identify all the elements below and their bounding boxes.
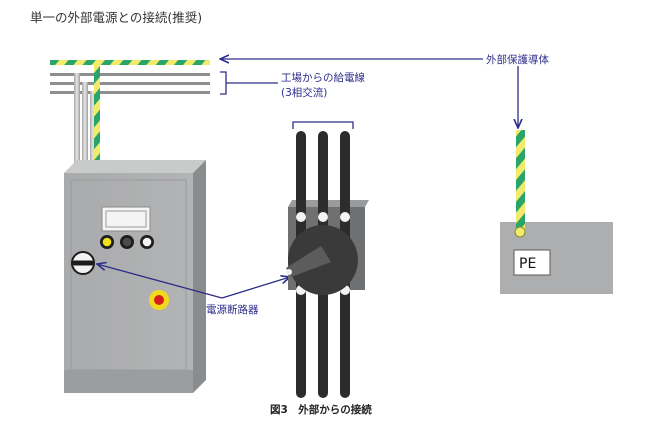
feed-cable-3 bbox=[90, 91, 96, 173]
handle-bar-icon bbox=[73, 260, 93, 266]
cabinet-display-screen bbox=[105, 210, 147, 228]
cabinet-feed-cables bbox=[68, 62, 104, 176]
pe-conductor bbox=[516, 130, 525, 230]
disconnect-switch-label: 電源断路器 bbox=[206, 303, 259, 316]
terminal-screw-icon bbox=[340, 212, 350, 222]
disconnect-switch-annotation: 電源断路器 bbox=[97, 264, 290, 316]
lamp-yellow-icon bbox=[102, 237, 112, 247]
protective-conductor-label: 外部保護導体 bbox=[486, 53, 549, 66]
overhead-supply-lines bbox=[50, 60, 210, 94]
pe-terminal: PE bbox=[500, 130, 613, 294]
emergency-stop-button bbox=[149, 290, 169, 310]
lamp-black-icon bbox=[122, 237, 132, 247]
supply-line-label: 工場からの給電線 bbox=[281, 71, 365, 84]
control-cabinet bbox=[64, 160, 206, 393]
disconnect-arrow-cabinet bbox=[97, 264, 223, 299]
switch-indicator-dot bbox=[286, 269, 292, 275]
feed-cable-2 bbox=[82, 82, 88, 173]
disconnect-arrow-switch bbox=[221, 277, 290, 299]
indicator-lamps bbox=[100, 235, 154, 249]
switch-top-bracket bbox=[292, 121, 354, 129]
figure-caption: 図3 外部からの接続 bbox=[270, 403, 372, 416]
pe-terminal-screw-icon bbox=[514, 226, 526, 238]
phase-line-2 bbox=[50, 82, 210, 85]
diagram-title: 単一の外部電源との接続(推奨) bbox=[30, 10, 202, 25]
cabinet-top bbox=[64, 160, 206, 173]
supply-line-sublabel: (3相交流) bbox=[281, 86, 327, 99]
terminal-screw-icon bbox=[318, 212, 328, 222]
cabinet-base bbox=[64, 370, 193, 393]
switch-handle-icon bbox=[286, 246, 331, 277]
protective-conductor-annotation: 外部保護導体 bbox=[220, 53, 549, 128]
feed-cable-1 bbox=[74, 73, 80, 173]
phase-line-1 bbox=[50, 73, 210, 76]
ground-conductor-line bbox=[50, 60, 210, 65]
terminal-screw-icon bbox=[296, 212, 306, 222]
disconnect-switch bbox=[286, 131, 369, 398]
pe-label-box bbox=[513, 249, 551, 276]
supply-bracket bbox=[220, 71, 227, 95]
lamp-white-icon bbox=[142, 237, 152, 247]
cabinet-switch-handle bbox=[71, 251, 95, 275]
cabinet-front bbox=[64, 173, 193, 393]
phase-line-3 bbox=[50, 91, 210, 94]
pe-label: PE bbox=[519, 256, 536, 272]
supply-line-annotation: 工場からの給電線 (3相交流) bbox=[220, 71, 365, 99]
emergency-stop-icon bbox=[154, 295, 164, 305]
cabinet-side bbox=[193, 160, 206, 393]
ground-feed-cable bbox=[94, 62, 100, 173]
